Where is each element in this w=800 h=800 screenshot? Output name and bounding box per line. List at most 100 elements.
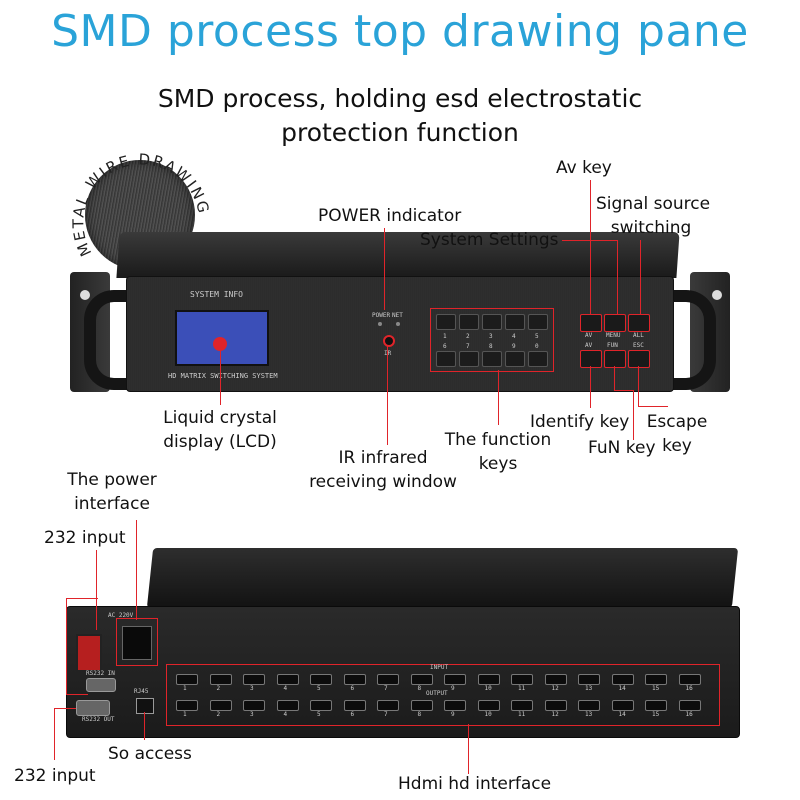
callout-line	[144, 712, 145, 740]
menu-key[interactable]	[604, 314, 626, 332]
port-number: 10	[484, 711, 492, 718]
port-number: 2	[216, 685, 221, 692]
port-number: 7	[384, 685, 388, 692]
hdmi-input-port[interactable]	[645, 674, 667, 685]
power-interface-callout: The power interface	[67, 470, 157, 514]
hdmi-output-port[interactable]	[209, 700, 232, 711]
callout-line	[384, 228, 385, 310]
hdmi-input-port[interactable]	[176, 674, 198, 685]
right-key-label: ALL	[633, 332, 644, 339]
handle-right	[668, 290, 716, 390]
rack-hole-right	[712, 290, 722, 300]
hdmi-input-port[interactable]	[209, 674, 232, 685]
net-led-label: NET	[392, 312, 403, 319]
hdmi-output-port[interactable]	[645, 700, 667, 711]
ac-label: AC 220V	[108, 612, 134, 619]
function-key[interactable]	[459, 314, 479, 330]
hdmi-input-port[interactable]	[477, 674, 500, 685]
hdmi-input-port[interactable]	[444, 674, 466, 685]
right-key-label: AV	[585, 342, 593, 349]
callout-line	[562, 240, 618, 241]
hdmi-output-port[interactable]	[176, 700, 198, 711]
power-indicator-callout: POWER indicator	[318, 206, 462, 226]
port-number: 3	[250, 711, 254, 718]
power-socket[interactable]	[122, 626, 152, 660]
hdmi-input-port[interactable]	[410, 674, 433, 685]
hdmi-output-port[interactable]	[377, 700, 399, 711]
function-key[interactable]	[482, 351, 502, 367]
power-socket-outline	[116, 618, 158, 666]
hdmi-output-port[interactable]	[243, 700, 265, 711]
function-key[interactable]	[482, 314, 502, 330]
power-switch[interactable]	[76, 634, 102, 672]
port-number: 13	[585, 685, 593, 692]
hdmi-output-port[interactable]	[343, 700, 366, 711]
port-number: 5	[317, 711, 321, 718]
function-key[interactable]	[505, 314, 525, 330]
port-number: 11	[518, 711, 526, 718]
port-number: 8	[417, 685, 422, 692]
callout-line	[498, 370, 499, 425]
hdmi-input-port[interactable]	[678, 674, 701, 685]
rs232-in-port[interactable]	[86, 678, 116, 692]
key-label: 2	[466, 333, 470, 340]
hdmi-output-port[interactable]	[544, 700, 567, 711]
function-key[interactable]	[459, 351, 479, 367]
key-label: 1	[443, 333, 447, 340]
port-number: 4	[283, 685, 288, 692]
function-key[interactable]	[528, 351, 548, 367]
av-key-top[interactable]	[580, 314, 602, 332]
av-key-callout: Av key	[556, 158, 612, 178]
hdmi-output-port[interactable]	[310, 700, 332, 711]
hdmi-input-port[interactable]	[343, 674, 366, 685]
hdmi-output-port[interactable]	[276, 700, 299, 711]
escape-key[interactable]	[628, 350, 650, 368]
fun-key[interactable]	[604, 350, 626, 368]
hdmi-input-port[interactable]	[611, 674, 634, 685]
hdmi-input-port[interactable]	[511, 674, 533, 685]
rs232-out-port[interactable]	[76, 700, 110, 716]
port-number: 6	[350, 685, 355, 692]
port-number: 12	[551, 685, 559, 692]
port-number: 14	[618, 711, 626, 718]
port-number: 8	[417, 711, 422, 718]
rj45-port[interactable]	[136, 698, 154, 714]
232-input-bottom-callout: 232 input	[14, 766, 96, 786]
hdmi-output-port[interactable]	[678, 700, 701, 711]
port-number: 16	[685, 685, 693, 692]
port-number: 13	[585, 711, 593, 718]
hdmi-input-port[interactable]	[377, 674, 399, 685]
callout-line	[590, 180, 591, 314]
lcd-callout: Liquid crystal display (LCD)	[163, 408, 277, 452]
function-key[interactable]	[505, 351, 525, 367]
callout-line	[617, 240, 618, 314]
hdmi-output-port[interactable]	[578, 700, 600, 711]
hdmi-output-port[interactable]	[511, 700, 533, 711]
hdmi-input-port[interactable]	[310, 674, 332, 685]
callout-line	[638, 406, 668, 407]
callout-line	[640, 240, 641, 314]
all-key[interactable]	[628, 314, 650, 332]
function-key[interactable]	[436, 351, 456, 367]
rack-hole-left	[80, 290, 90, 300]
port-number: 1	[183, 685, 187, 692]
key-label: 8	[489, 343, 493, 350]
hdmi-output-port[interactable]	[611, 700, 634, 711]
hdmi-input-port[interactable]	[578, 674, 600, 685]
port-number: 7	[384, 711, 388, 718]
port-number: 9	[451, 711, 455, 718]
hdmi-output-port[interactable]	[410, 700, 433, 711]
hdmi-output-port[interactable]	[477, 700, 500, 711]
hdmi-input-port[interactable]	[243, 674, 265, 685]
port-number: 3	[250, 685, 254, 692]
port-number: 9	[451, 685, 455, 692]
identify-key[interactable]	[580, 350, 602, 368]
callout-line	[66, 694, 88, 695]
back-panel-face	[66, 606, 740, 738]
function-key[interactable]	[528, 314, 548, 330]
port-number: 15	[652, 685, 660, 692]
function-key[interactable]	[436, 314, 456, 330]
hdmi-input-port[interactable]	[276, 674, 299, 685]
hdmi-input-port[interactable]	[544, 674, 567, 685]
hdmi-output-port[interactable]	[444, 700, 466, 711]
